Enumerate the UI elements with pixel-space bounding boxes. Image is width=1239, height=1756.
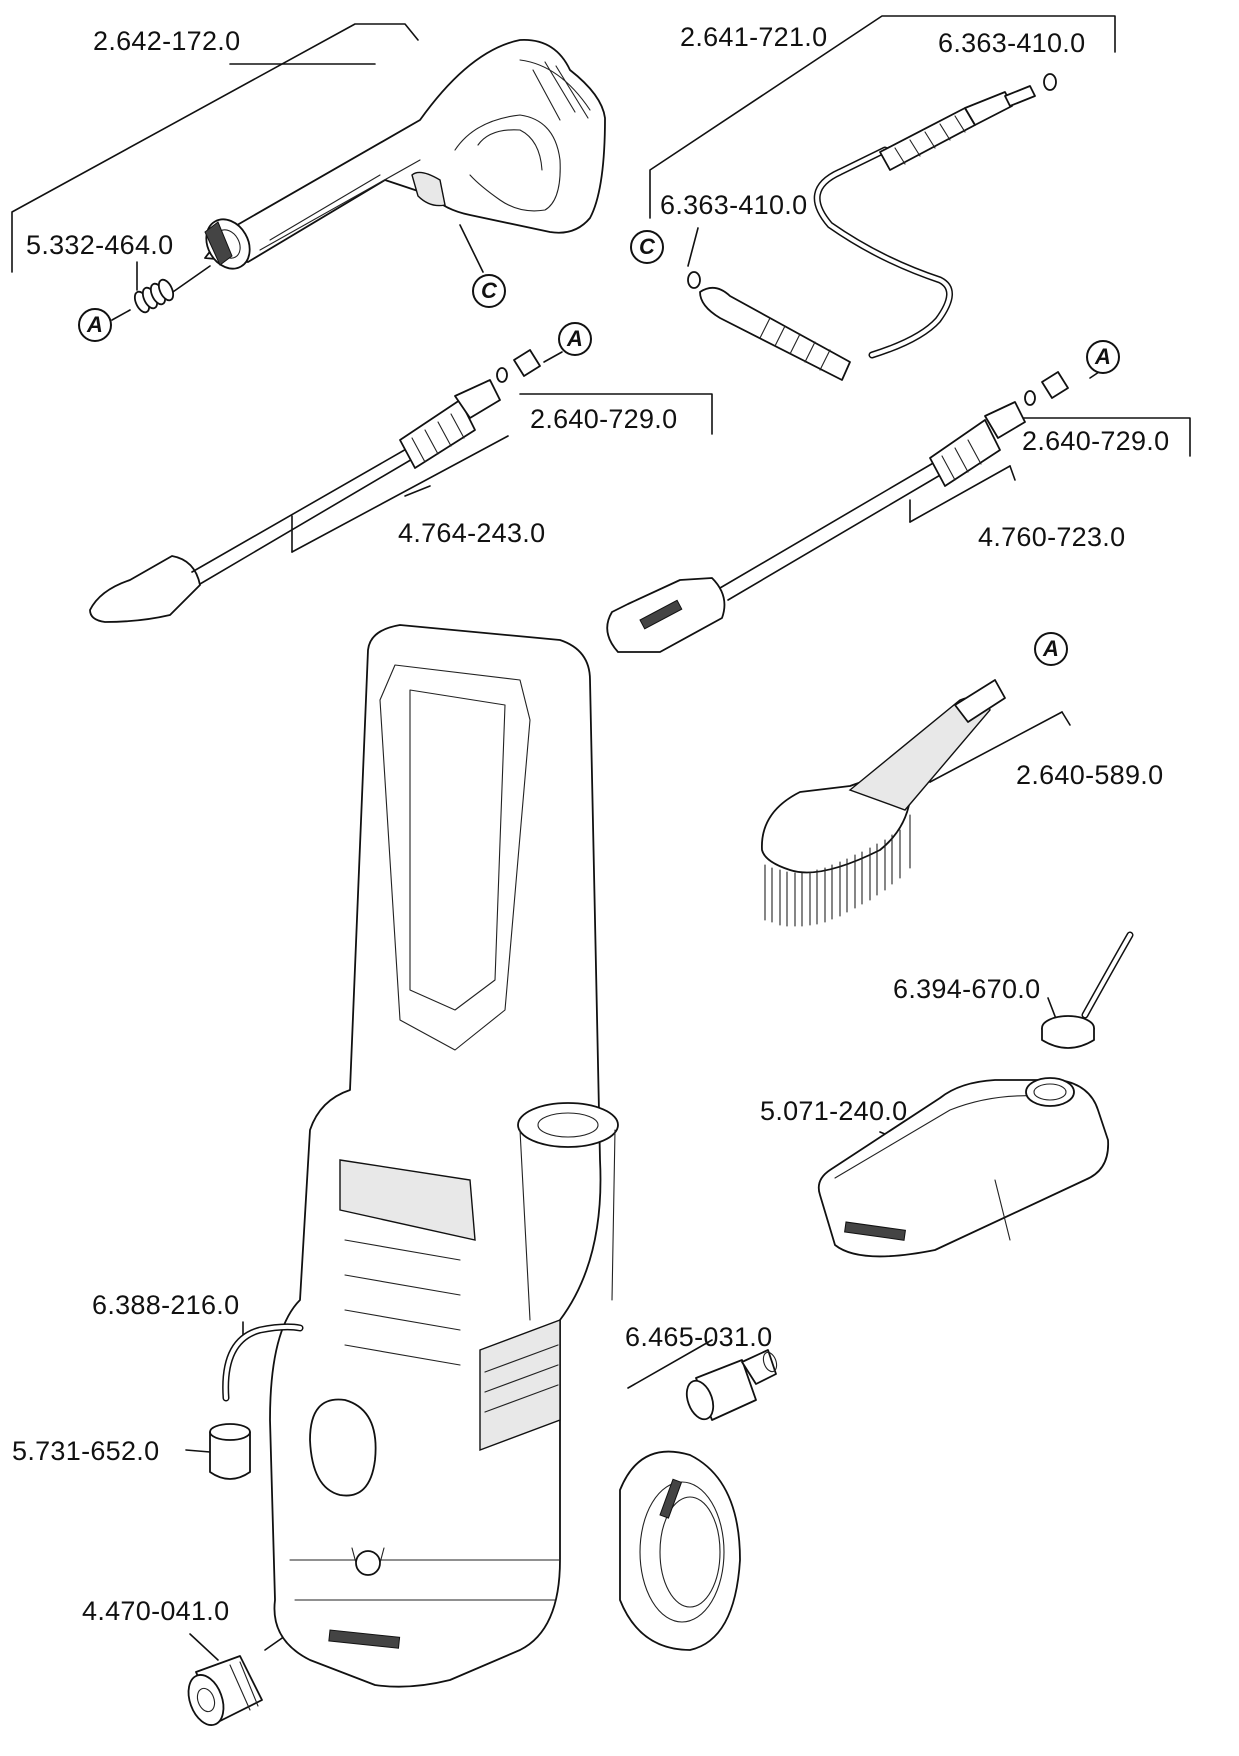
part-label-detergent-tank: 5.071-240.0	[760, 1096, 908, 1126]
connection-tag-a-left-lance: A	[558, 322, 592, 356]
part-label-water-inlet-coupling: 6.465-031.0	[625, 1322, 773, 1352]
part-label-filter: 5.731-652.0	[12, 1436, 160, 1466]
spring-drawing	[133, 278, 175, 314]
part-label-gun-spring: 5.332-464.0	[26, 230, 174, 260]
part-label-connector: 4.470-041.0	[82, 1596, 230, 1626]
vario-lance-drawing	[606, 371, 1069, 653]
part-label-lance-adapter-right: 2.640-729.0	[1022, 426, 1170, 456]
connection-tag-a-right-lance: A	[1086, 340, 1120, 374]
part-label-trigger-gun: 2.642-172.0	[93, 26, 241, 56]
pressure-washer-drawing	[269, 624, 741, 1688]
wash-brush-drawing	[761, 679, 1006, 927]
part-label-lance-adapter-left: 2.640-729.0	[530, 404, 678, 434]
water-inlet-coupling-drawing	[685, 1349, 778, 1421]
suction-hose-drawing	[209, 1323, 304, 1480]
hose-drawing	[687, 73, 1057, 381]
part-label-hose-oring-top: 6.363-410.0	[938, 28, 1086, 58]
dirt-blaster-lance-drawing	[89, 349, 541, 623]
part-label-wash-brush: 2.640-589.0	[1016, 760, 1164, 790]
connection-tag-a-brush: A	[1034, 632, 1068, 666]
connector-drawing	[187, 1655, 263, 1726]
part-label-dirt-blaster-lance: 4.764-243.0	[398, 518, 546, 548]
trigger-gun-drawing	[204, 39, 606, 270]
part-label-vario-lance: 4.760-723.0	[978, 522, 1126, 552]
part-label-hose: 2.641-721.0	[680, 22, 828, 52]
part-label-suction-hose: 6.388-216.0	[92, 1290, 240, 1320]
connection-tag-c-gun: C	[472, 274, 506, 308]
connection-tag-a-spring: A	[78, 308, 112, 342]
connection-tag-c-hose: C	[630, 230, 664, 264]
detergent-tank-drawing	[817, 931, 1134, 1258]
part-label-hose-oring-left: 6.363-410.0	[660, 190, 808, 220]
part-label-detergent-cap: 6.394-670.0	[893, 974, 1041, 1004]
leader-lines	[11, 15, 1191, 1661]
